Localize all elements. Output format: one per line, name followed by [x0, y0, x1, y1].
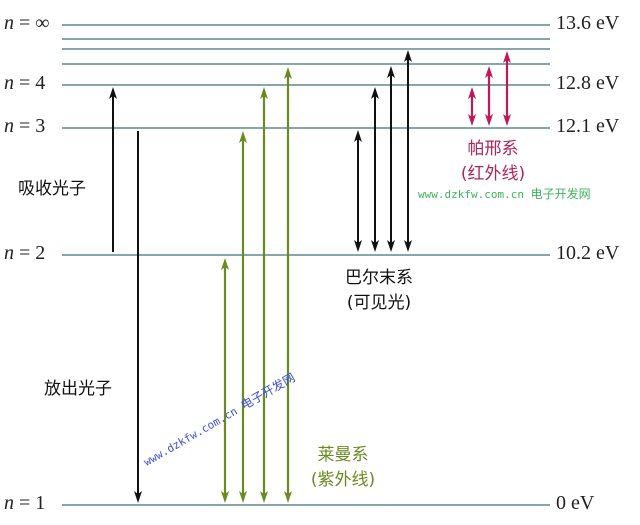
paschen-series-label: 帕邢系(红外线) — [460, 139, 526, 184]
arrowhead-icon — [221, 491, 229, 503]
absorb-photon-label: 吸收光子 — [18, 179, 86, 199]
arrowhead-icon — [485, 114, 493, 126]
lyman-series-label: 莱曼系(紫外线) — [310, 445, 376, 490]
arrowhead-icon — [109, 87, 117, 99]
arrowhead-icon — [284, 491, 292, 503]
arrowhead-icon — [284, 67, 292, 79]
arrowhead-icon — [371, 240, 379, 252]
arrowhead-icon — [404, 240, 412, 252]
arrowhead-icon — [485, 66, 493, 78]
arrowhead-icon — [134, 491, 142, 503]
arrowhead-icon — [468, 87, 476, 99]
energy-label-3: 12.1 eV — [556, 115, 620, 137]
arrowhead-icon — [387, 66, 395, 78]
arrowhead-icon — [221, 258, 229, 270]
arrowhead-icon — [260, 87, 268, 99]
level-label-inf: n = ∞ — [4, 12, 50, 34]
arrowhead-icon — [239, 131, 247, 143]
balmer-series-label: 巴尔末系(可见光) — [345, 268, 413, 313]
level-label-4: n = 4 — [4, 72, 46, 94]
watermark-top: www.dzkfw.com.cn 电子开发网 — [418, 187, 591, 201]
energy-label-4: 12.8 eV — [556, 72, 620, 94]
energy-label-inf: 13.6 eV — [556, 12, 620, 34]
arrowhead-icon — [239, 491, 247, 503]
arrowhead-icon — [387, 240, 395, 252]
emit-photon-label: 放出光子 — [44, 379, 112, 399]
arrowhead-icon — [371, 87, 379, 99]
arrowhead-icon — [260, 491, 268, 503]
arrowhead-icon — [503, 114, 511, 126]
arrowhead-icon — [503, 51, 511, 63]
arrowhead-icon — [354, 240, 362, 252]
level-label-2: n = 2 — [4, 242, 46, 264]
energy-label-2: 10.2 eV — [556, 242, 620, 264]
arrowhead-icon — [468, 114, 476, 126]
level-label-1: n = 1 — [4, 492, 46, 514]
arrowhead-icon — [404, 50, 412, 62]
energy-label-1: 0 eV — [556, 492, 595, 514]
arrowhead-icon — [354, 130, 362, 142]
level-label-3: n = 3 — [4, 115, 46, 137]
